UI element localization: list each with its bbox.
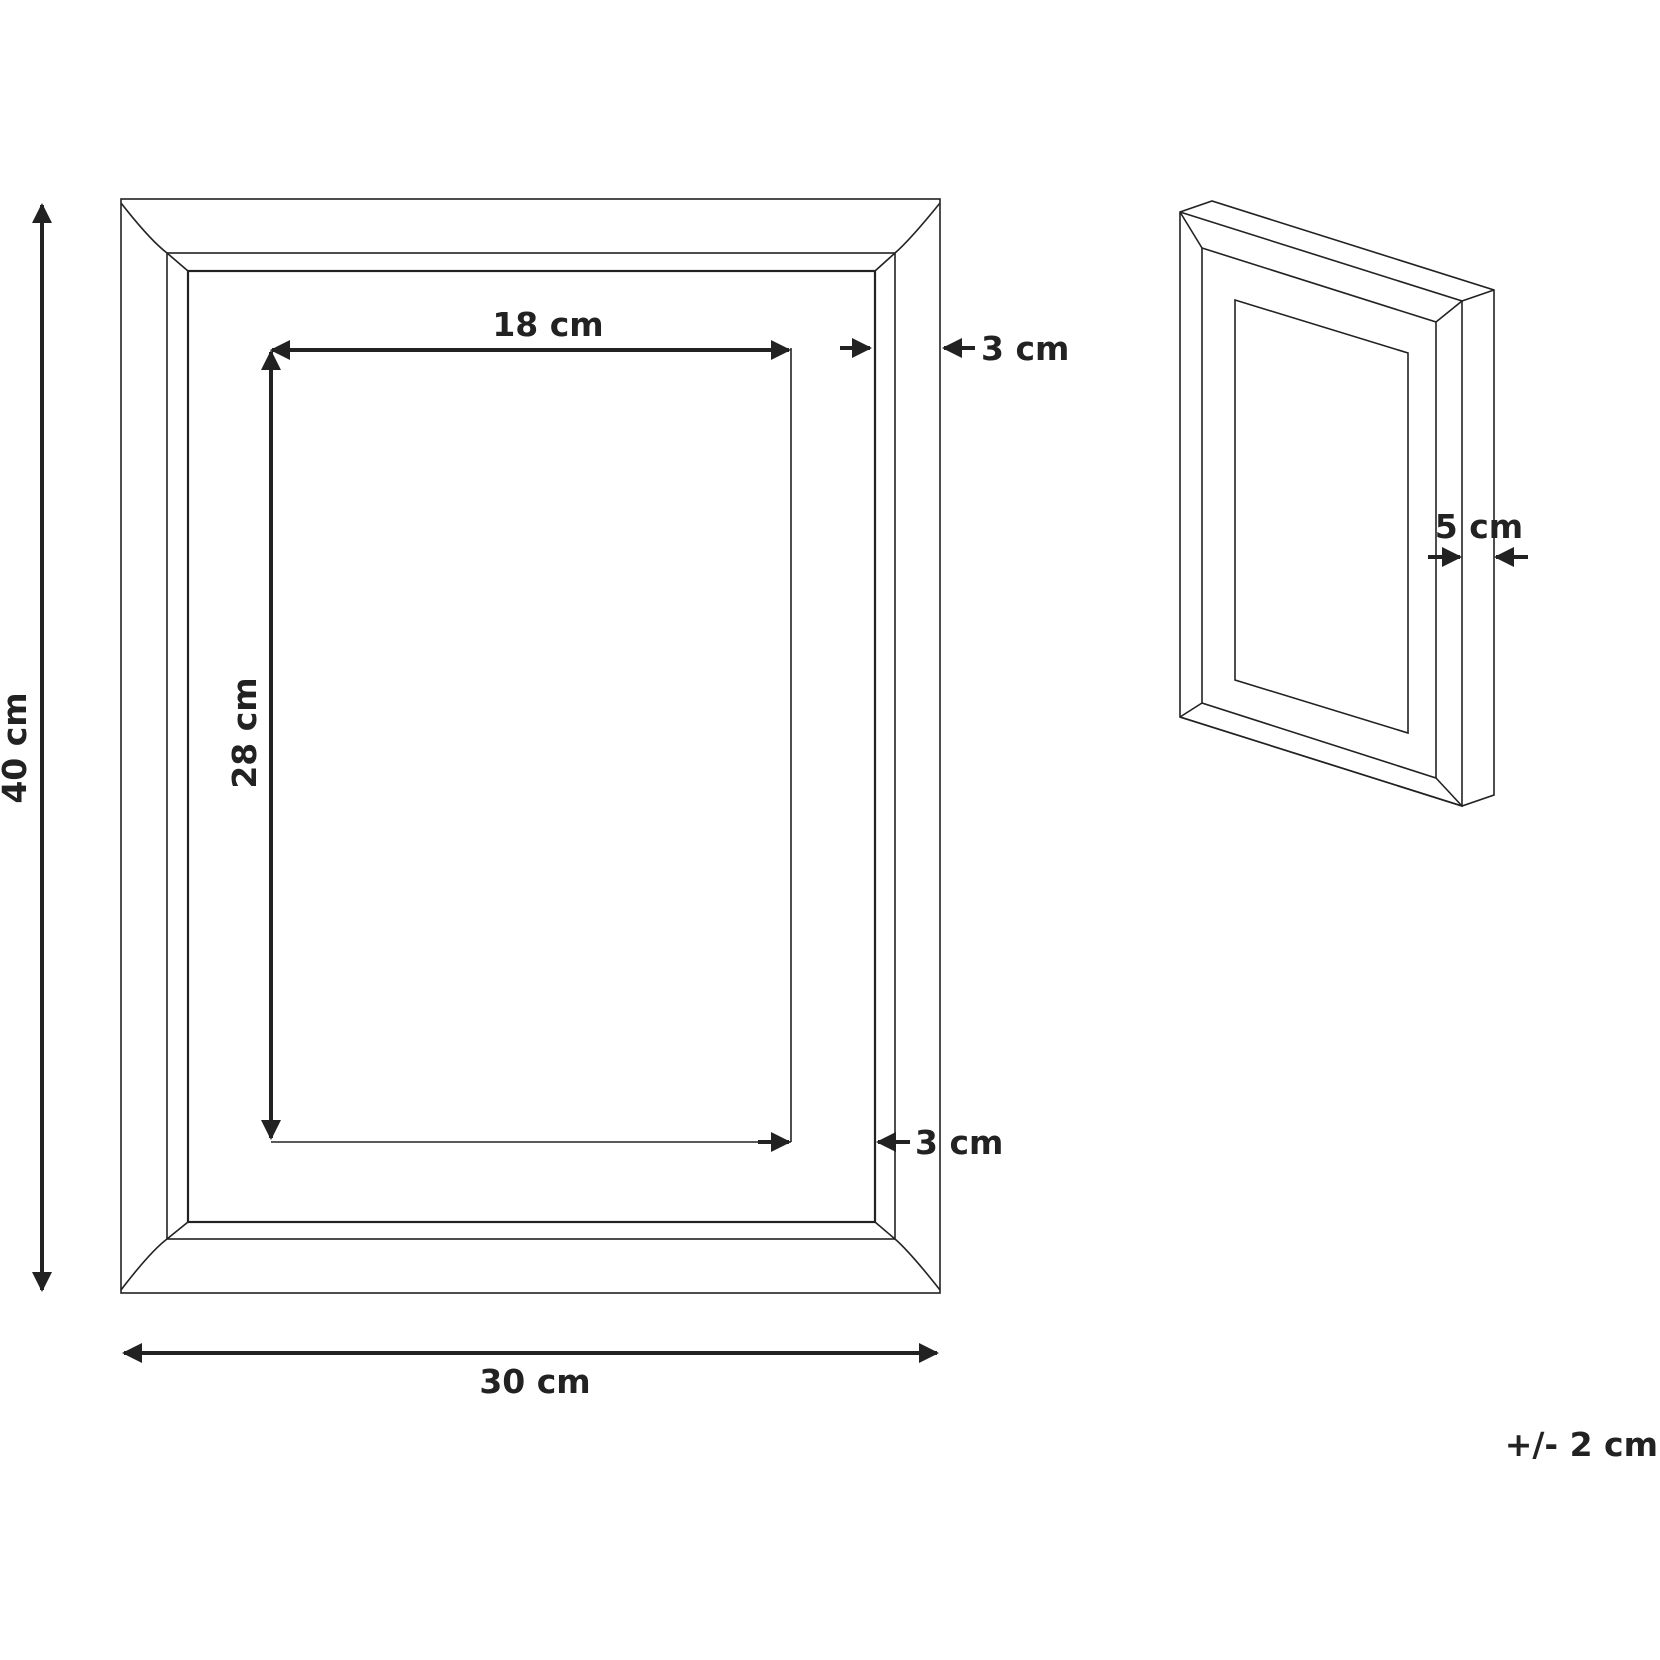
side-view-depth-edge: [1461, 289, 1495, 302]
outer-frame-edge: [120, 198, 941, 1294]
frame-border-top-label: 3 cm: [981, 329, 1069, 368]
mitre-top-right: [874, 252, 896, 272]
inner-frame-edge: [166, 252, 896, 1240]
opening-width-dimension: 18 cm: [270, 305, 791, 360]
bevel-corner-top-right: [894, 202, 941, 254]
frame-border-bottom-label: 3 cm: [915, 1123, 1003, 1162]
side-view-bevel-bottom-left: [1179, 702, 1203, 718]
side-view-opening: [1234, 298, 1409, 735]
overall-width-dimension: 30 cm: [122, 1343, 939, 1401]
opening-height-label: 28 cm: [225, 677, 264, 788]
side-view-outer-edge: [1179, 200, 1495, 807]
side-view: [1179, 200, 1495, 808]
depth-label: 5 cm: [1435, 507, 1523, 546]
mitre-bottom-right: [874, 1221, 896, 1240]
depth-dimension: 5 cm: [1428, 507, 1528, 567]
bevel-corner-bottom-left: [120, 1238, 168, 1291]
opening-width-label: 18 cm: [492, 305, 603, 344]
mitre-bottom-left: [166, 1221, 189, 1240]
overall-width-label: 30 cm: [479, 1362, 590, 1401]
bevel-corner-top-left: [120, 202, 168, 254]
bevel-corner-bottom-right: [894, 1238, 941, 1291]
overall-height-dimension: 40 cm: [0, 203, 52, 1292]
frame-border-bottom-dimension: 3 cm: [758, 1123, 1003, 1162]
frame-border-top-dimension: 3 cm: [840, 329, 1069, 368]
side-view-front-face: [1179, 211, 1463, 808]
front-view: [120, 198, 941, 1294]
opening-height-dimension: 28 cm: [225, 350, 281, 1140]
side-view-inner-face: [1201, 246, 1437, 780]
overall-height-label: 40 cm: [0, 692, 34, 803]
side-view-bevel-bottom-right: [1435, 777, 1463, 807]
frame-opening-edge: [186, 269, 877, 1224]
side-view-bevel-top-right: [1435, 300, 1463, 323]
side-view-bevel-top-left: [1179, 211, 1203, 249]
mitre-top-left: [166, 252, 189, 272]
tolerance-note: +/- 2 cm: [1505, 1425, 1658, 1464]
